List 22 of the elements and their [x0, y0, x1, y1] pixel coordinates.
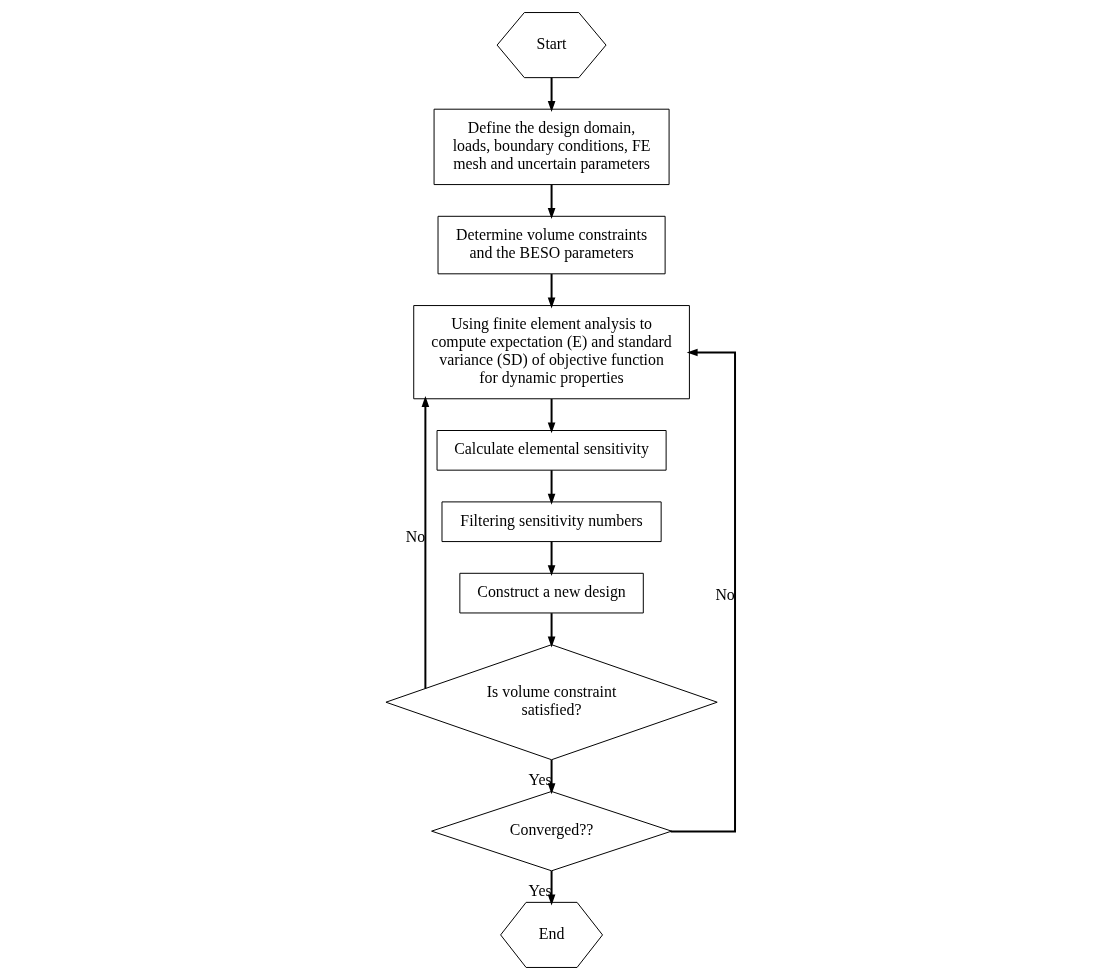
edge-label: Yes: [528, 770, 552, 788]
arrow: [547, 397, 555, 434]
arrow: [547, 469, 555, 505]
arrow: [547, 183, 555, 220]
node-box: Using finite element analysis to compute expectation (E) and standard variance (SD) of objective function for dynamic properties: [412, 305, 690, 400]
arrow: [421, 396, 429, 690]
edge-label: No: [714, 585, 735, 603]
arrow: [547, 76, 555, 113]
node-diamond: Converged??: [430, 790, 672, 872]
edge-label: Yes: [528, 881, 552, 899]
arrow: [547, 758, 555, 795]
node-box: Calculate elemental sensitivity: [436, 430, 667, 471]
node-box: Filtering sensitivity numbers: [441, 501, 662, 543]
node-box: Determine volume constraints and the BESO parameters: [437, 215, 666, 275]
arrow: [547, 540, 555, 577]
arrow: [547, 870, 555, 906]
node-diamond: Is volume constraint satisfied?: [384, 644, 718, 761]
arrow: [547, 273, 555, 309]
arrow: [669, 348, 736, 833]
node-box: Define the design domain, loads, boundary conditions, FE mesh and uncertain parameters: [433, 108, 670, 186]
arrow: [547, 612, 555, 648]
node-box: Construct a new design: [458, 572, 644, 614]
